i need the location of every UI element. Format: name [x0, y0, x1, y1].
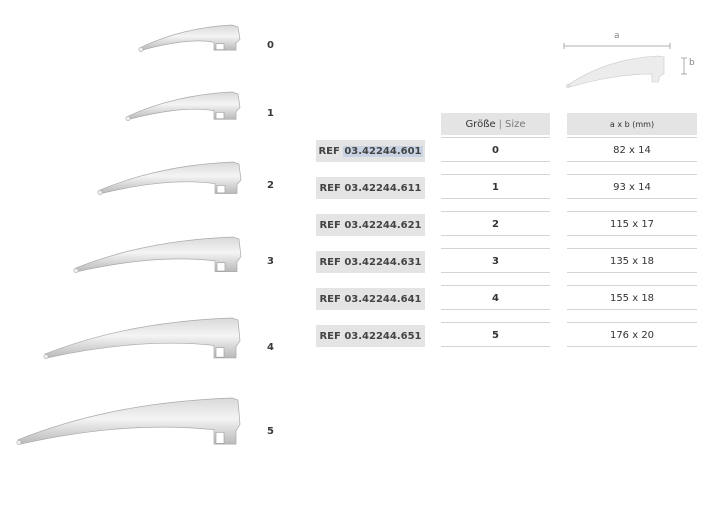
- dimension-a-label: a: [614, 31, 620, 41]
- blade-size-4: [44, 317, 241, 359]
- dimension-diagram: a b: [560, 30, 700, 100]
- size-cell: 4: [441, 288, 550, 310]
- row-divider: [567, 322, 697, 323]
- row-divider: [567, 285, 697, 286]
- blade-size-label: 5: [267, 426, 274, 437]
- blade-size-label: 1: [267, 108, 274, 119]
- row-divider: [567, 248, 697, 249]
- size-header-en: Size: [505, 118, 526, 130]
- ref-code[interactable]: 03.42244.601: [343, 145, 423, 157]
- size-cell: 0: [441, 140, 550, 162]
- size-header-separator: |: [498, 118, 503, 130]
- blade-tip: [43, 353, 49, 359]
- row-divider: [441, 285, 550, 286]
- ref-prefix: REF: [319, 219, 341, 231]
- row-divider: [441, 322, 550, 323]
- dimensions-cell: 176 x 20: [567, 325, 697, 347]
- row-divider: [441, 248, 550, 249]
- ref-prefix: REF: [318, 145, 340, 157]
- ref-code[interactable]: 03.42244.641: [344, 293, 422, 305]
- dimensions-cell: 135 x 18: [567, 251, 697, 273]
- ref-code[interactable]: 03.42244.611: [344, 182, 422, 194]
- blade-size-label: 0: [267, 40, 274, 51]
- size-cell: 2: [441, 214, 550, 236]
- blade-illustrations: [16, 24, 242, 445]
- dimension-b-label: b: [689, 58, 695, 68]
- blade-light-socket: [215, 111, 225, 120]
- blade-light-socket: [215, 347, 225, 358]
- row-divider: [567, 137, 697, 138]
- blade-size-1: [126, 91, 241, 120]
- ref-code[interactable]: 03.42244.631: [344, 256, 422, 268]
- ref-prefix: REF: [319, 256, 341, 268]
- blade-light-socket: [216, 262, 226, 272]
- dimensions-cell: 115 x 17: [567, 214, 697, 236]
- size-header-de: Größe: [465, 118, 496, 130]
- blade-light-socket: [215, 432, 225, 444]
- ref-code[interactable]: 03.42244.621: [344, 219, 422, 231]
- ref-cell: REF 03.42244.621: [316, 214, 425, 236]
- blade-tip: [16, 439, 22, 445]
- dimensions-cell: 93 x 14: [567, 177, 697, 199]
- ref-cell: REF 03.42244.611: [316, 177, 425, 199]
- ref-code[interactable]: 03.42244.651: [344, 330, 422, 342]
- ref-prefix: REF: [319, 293, 341, 305]
- ref-prefix: REF: [319, 182, 341, 194]
- blade-tip: [97, 190, 103, 196]
- blade-size-0: [139, 24, 241, 51]
- blade-tip: [125, 116, 131, 122]
- size-column-header: Größe | Size: [441, 113, 550, 135]
- ref-prefix: REF: [319, 330, 341, 342]
- blade-tip: [138, 46, 144, 52]
- blade-size-3: [74, 236, 242, 273]
- size-cell: 1: [441, 177, 550, 199]
- row-divider: [441, 174, 550, 175]
- blade-tip: [73, 267, 79, 273]
- size-cell: 3: [441, 251, 550, 273]
- blade-size-5: [17, 397, 241, 445]
- blade-size-2: [98, 161, 242, 194]
- dimensions-cell: 82 x 14: [567, 140, 697, 162]
- dimensions-header-label: a x b (mm): [609, 119, 655, 129]
- row-divider: [567, 211, 697, 212]
- ref-cell: REF 03.42244.641: [316, 288, 425, 310]
- row-divider: [441, 137, 550, 138]
- blade-size-label: 3: [267, 256, 274, 267]
- blade-size-label: 2: [267, 180, 274, 191]
- blade-light-socket: [216, 185, 226, 194]
- row-divider: [441, 211, 550, 212]
- ref-cell: REF 03.42244.651: [316, 325, 425, 347]
- dimensions-column-header: a x b (mm): [567, 113, 697, 135]
- blade-light-socket: [215, 43, 225, 51]
- ref-cell: REF 03.42244.601: [316, 140, 425, 162]
- ref-cell: REF 03.42244.631: [316, 251, 425, 273]
- blade-size-label: 4: [267, 342, 274, 353]
- row-divider: [567, 174, 697, 175]
- size-cell: 5: [441, 325, 550, 347]
- dimensions-cell: 155 x 18: [567, 288, 697, 310]
